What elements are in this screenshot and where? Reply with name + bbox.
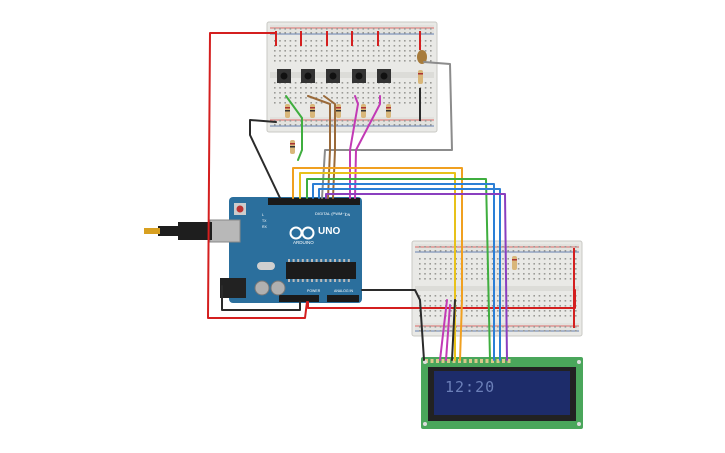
- push-button-3[interactable]: [326, 69, 340, 83]
- board-model-label: UNO: [318, 226, 340, 237]
- wire-black-lcd-2: [451, 299, 456, 361]
- resistor-5[interactable]: [386, 104, 391, 118]
- resistor-buzzer[interactable]: [418, 70, 423, 84]
- wire-green-button: [285, 95, 303, 161]
- wire-magenta-lcd-1: [439, 299, 448, 361]
- wire-black-lcd: [361, 289, 425, 361]
- piezo-buzzer[interactable]: [417, 50, 427, 64]
- lcd-display-text: 12:20: [445, 378, 495, 396]
- wire-purple-lcd: [325, 193, 508, 361]
- wire-yellow: [299, 172, 456, 361]
- lcd-module[interactable]: 12:20: [421, 357, 583, 429]
- wire-green-lcd: [306, 178, 491, 361]
- resistor-1[interactable]: [285, 104, 290, 118]
- wire-orange-lcd: [459, 264, 463, 361]
- usb-cable[interactable]: [144, 222, 212, 240]
- wire-blue-lcd: [312, 183, 495, 361]
- analog-header: [327, 295, 359, 302]
- arduino-uno-board[interactable]: UNO ARDUINO DIGITAL (PWM~) POWER ANALOG …: [209, 197, 362, 303]
- usb-connector: [209, 219, 241, 243]
- reset-button-cap: [236, 205, 244, 213]
- analog-label: ANALOG IN: [334, 289, 354, 293]
- right-board-resistor[interactable]: [512, 256, 517, 270]
- wire-blue-lcd-2: [318, 188, 501, 361]
- push-button-2[interactable]: [301, 69, 315, 83]
- power-header: [279, 295, 319, 302]
- power-label: POWER: [307, 289, 321, 293]
- wire-black-gnd-power: [221, 285, 301, 311]
- right-breadboard[interactable]: [411, 240, 583, 337]
- push-button-1[interactable]: [277, 69, 291, 83]
- wire-magenta-lcd-2: [445, 304, 451, 361]
- chip-pins: [288, 259, 350, 282]
- digital-header: [268, 198, 360, 205]
- wire-orange: [292, 167, 463, 266]
- dc-power-jack: [220, 278, 246, 298]
- rx-label: RX: [262, 225, 268, 229]
- crystal: [257, 262, 275, 270]
- wire-red-5v: [207, 32, 308, 319]
- wire-black-ground: [249, 119, 281, 199]
- tx-label: TX: [262, 219, 267, 223]
- wire-red-right: [307, 289, 576, 309]
- wires: [207, 32, 576, 361]
- digital-header-label: DIGITAL (PWM~): [315, 211, 347, 216]
- arduino-logo-icon: [289, 226, 315, 240]
- push-button-5[interactable]: [377, 69, 391, 83]
- push-button-4[interactable]: [352, 69, 366, 83]
- atmega-chip: [286, 262, 356, 279]
- lcd-pin-header: [425, 359, 511, 363]
- brand-label: ARDUINO: [293, 240, 314, 245]
- wire-gray: [321, 61, 453, 199]
- resistor-3[interactable]: [336, 104, 341, 118]
- resistor-offboard[interactable]: [290, 140, 295, 154]
- resistor-2[interactable]: [310, 104, 315, 118]
- lcd-screen: [434, 371, 570, 415]
- l-label: L: [262, 213, 264, 217]
- on-label: ON: [345, 213, 351, 217]
- resistor-4[interactable]: [361, 104, 366, 118]
- capacitor-2: [270, 280, 286, 296]
- capacitor-1: [254, 280, 270, 296]
